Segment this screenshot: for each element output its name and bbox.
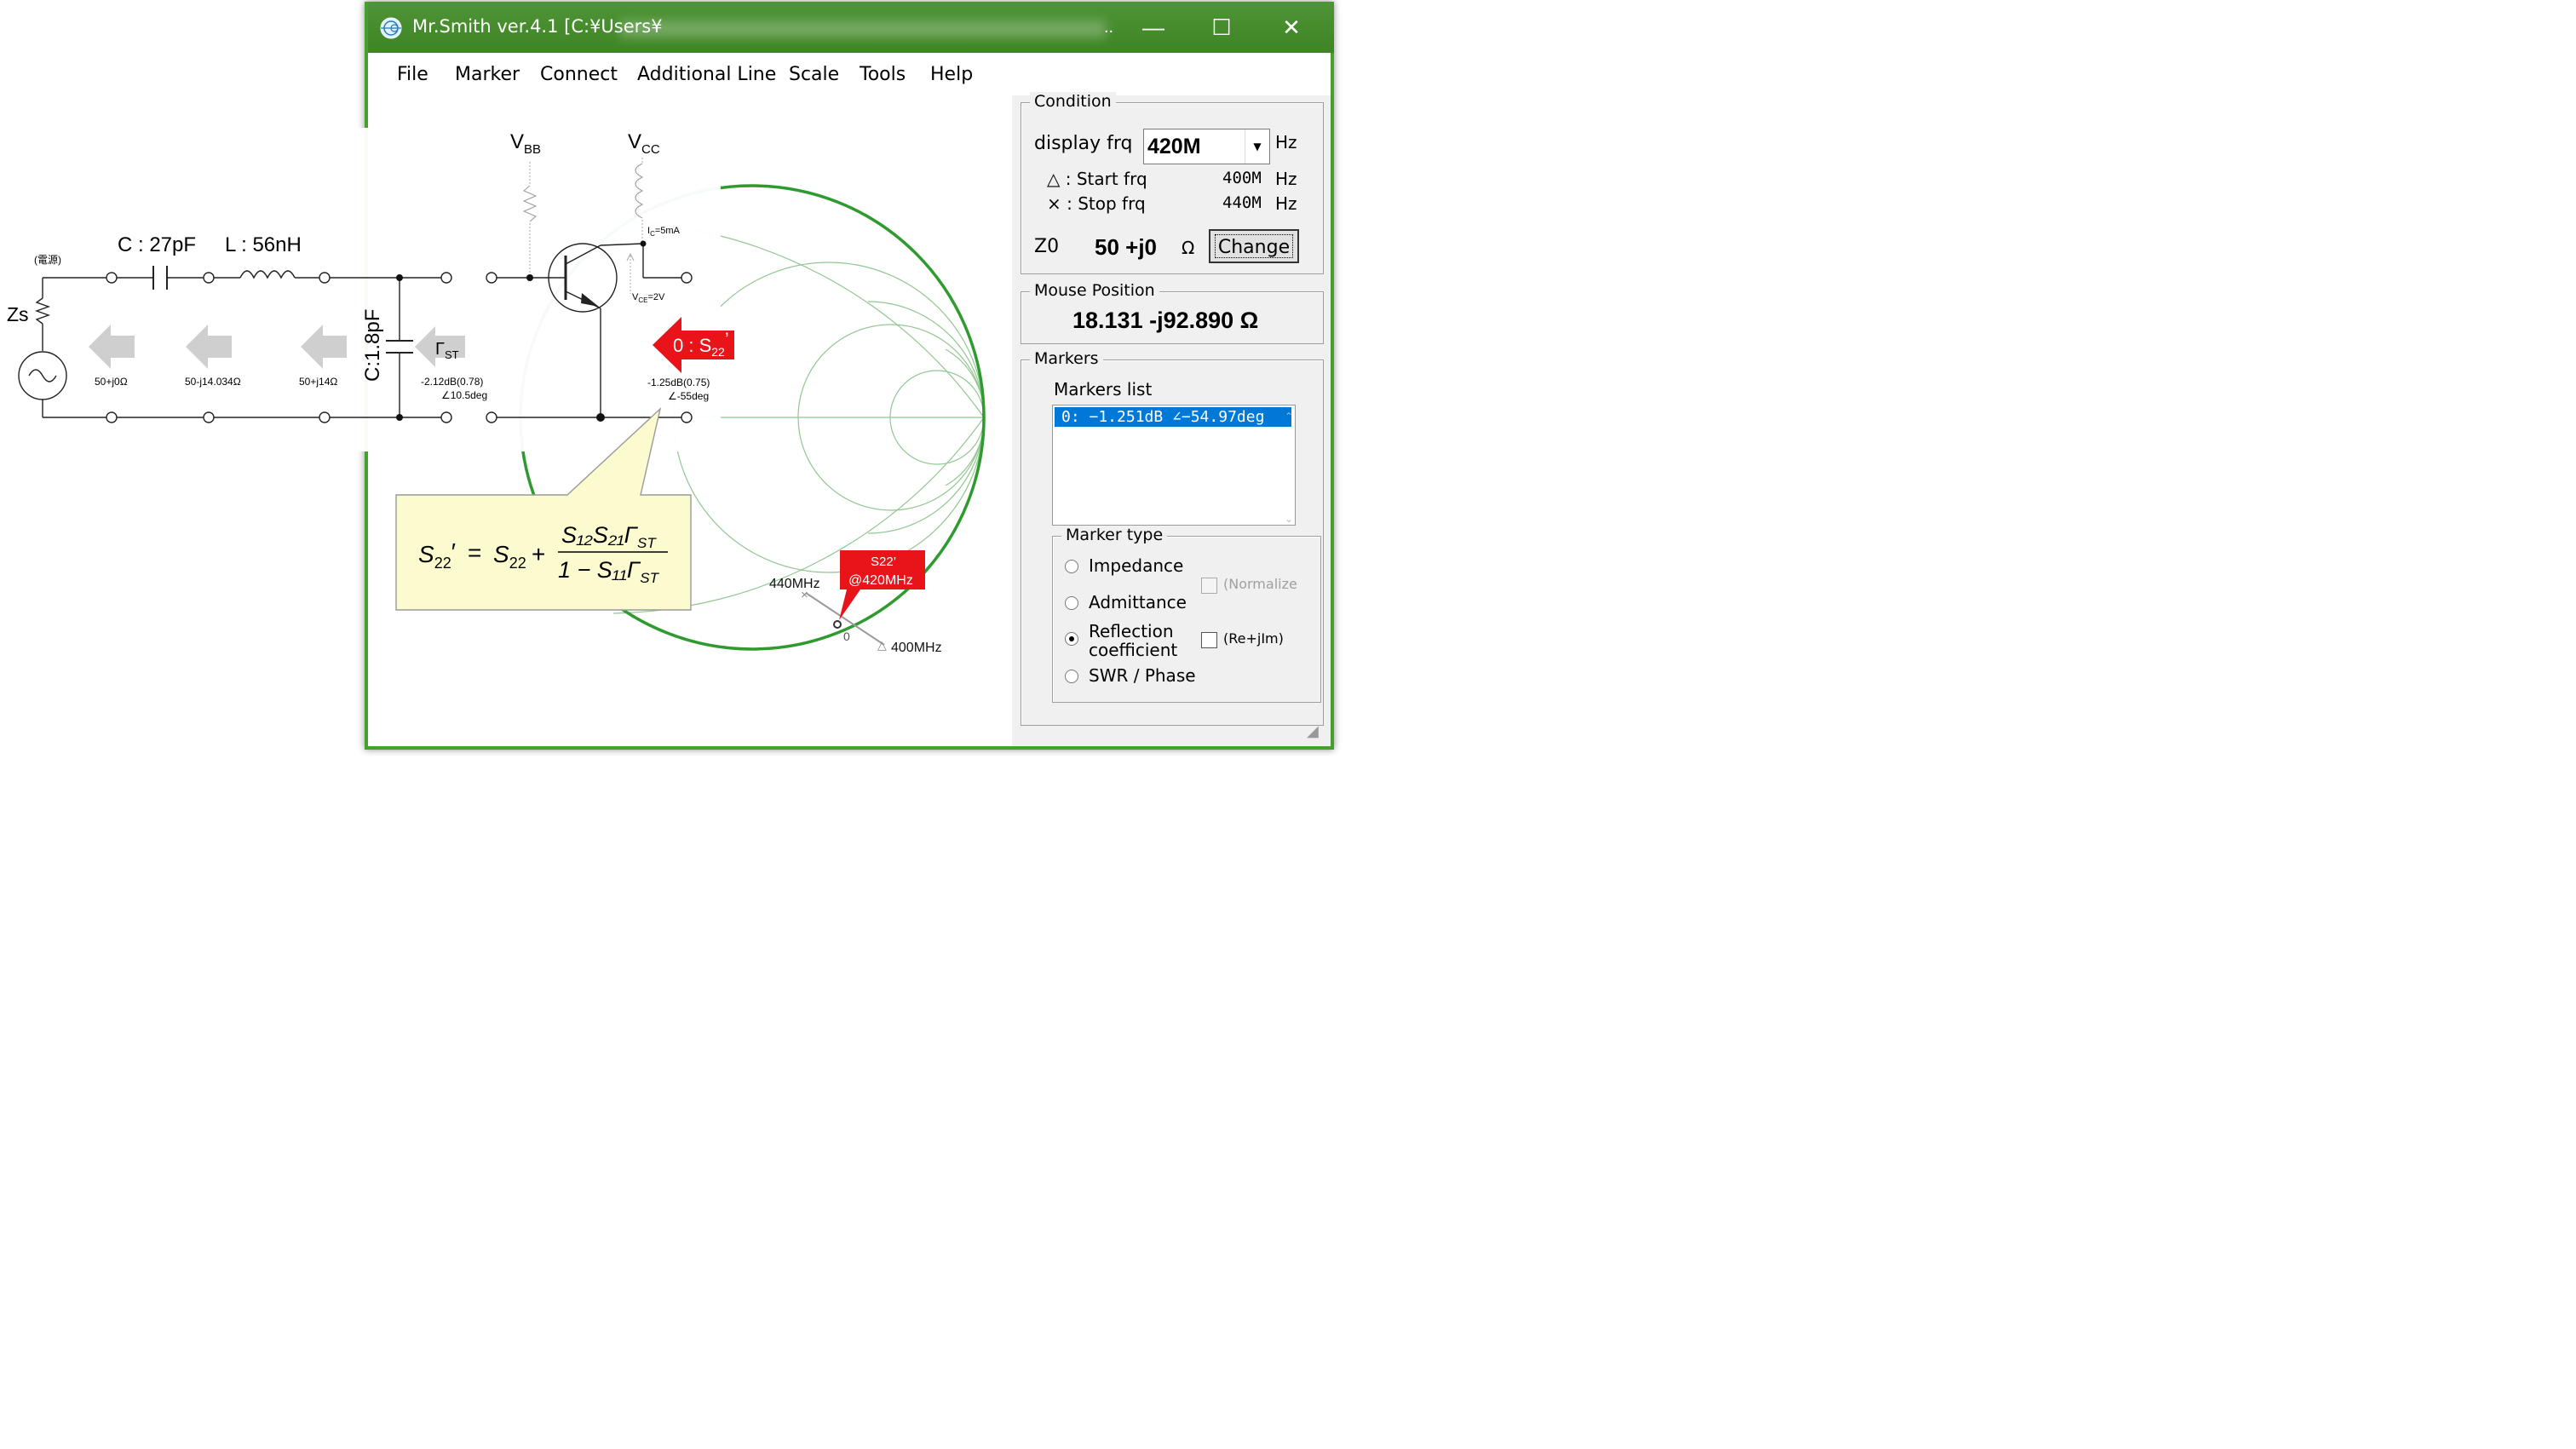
re-im-label: (Re+jIm) (1223, 630, 1284, 647)
blurred-path (620, 20, 1106, 37)
coefficient-label: coefficient (1089, 640, 1178, 660)
condition-legend: Condition (1030, 92, 1116, 111)
mouse-position-legend: Mouse Position (1030, 281, 1159, 300)
mouse-position-group: Mouse Position 18.131 -j92.890 Ω (1021, 281, 1324, 344)
markers-legend: Markers (1030, 349, 1103, 368)
menu-additional-line[interactable]: Additional Line (637, 64, 777, 85)
radio-selected-dot (1069, 636, 1074, 641)
ohm-unit: Ω (1182, 238, 1195, 258)
admittance-label: Admittance (1089, 592, 1187, 612)
window-title: Mr.Smith ver.4.1 [C:¥Users¥ (412, 16, 663, 37)
radio-reflection-coefficient[interactable] (1065, 632, 1078, 646)
maximize-button[interactable]: ☐ (1211, 14, 1232, 40)
swr-phase-label: SWR / Phase (1089, 665, 1196, 686)
normalize-checkbox[interactable] (1201, 578, 1217, 594)
menu-file[interactable]: File (397, 64, 428, 85)
minimize-button[interactable]: — (1142, 14, 1164, 40)
app-logo-icon (380, 17, 402, 39)
hz-unit: Hz (1275, 169, 1297, 189)
menu-tools[interactable]: Tools (860, 64, 906, 85)
menu-marker[interactable]: Marker (455, 64, 520, 85)
resize-grip-icon[interactable]: ◢ (1307, 722, 1319, 739)
window-frame (1331, 53, 1334, 750)
hz-unit: Hz (1275, 132, 1297, 152)
markers-group: Markers Markers list 0: −1.251dB ∠−54.97… (1021, 349, 1324, 726)
circuit-overlay (0, 128, 721, 451)
start-frq-value: 400M (1222, 169, 1262, 187)
condition-group: Condition display frq 420M ▼ Hz △ : Star… (1021, 92, 1324, 274)
scroll-up-icon[interactable]: ⌃ (1284, 411, 1293, 423)
re-im-checkbox[interactable] (1201, 632, 1217, 648)
radio-swr-phase[interactable] (1065, 670, 1078, 683)
display-frq-value: 420M (1147, 135, 1201, 158)
hz-unit: Hz (1275, 193, 1297, 214)
mouse-position-value: 18.131 -j92.890 Ω (1072, 308, 1259, 333)
change-button[interactable]: Change (1209, 229, 1299, 263)
impedance-label: Impedance (1089, 555, 1184, 576)
marker-type-legend: Marker type (1061, 526, 1168, 544)
window-title-ellipsis: .. (1104, 18, 1114, 37)
radio-admittance[interactable] (1065, 596, 1078, 610)
list-item[interactable]: 0: −1.251dB ∠−54.97deg (1055, 407, 1291, 427)
reflection-label: Reflection (1089, 621, 1174, 641)
menu-connect[interactable]: Connect (540, 64, 618, 85)
menu-bar: File Marker Connect Additional Line Scal… (365, 53, 1334, 95)
close-button[interactable]: ✕ (1282, 14, 1301, 40)
stop-frq-value: 440M (1222, 193, 1262, 212)
stop-frq-label: × : Stop frq (1047, 193, 1146, 214)
chevron-down-icon[interactable]: ▼ (1245, 129, 1269, 164)
markers-list[interactable]: 0: −1.251dB ∠−54.97deg ⌃ ⌄ (1052, 405, 1296, 526)
display-frq-label: display frq (1034, 133, 1133, 154)
menu-scale[interactable]: Scale (789, 64, 840, 85)
change-button-label: Change (1215, 234, 1293, 258)
radio-impedance[interactable] (1065, 560, 1078, 573)
menu-help[interactable]: Help (930, 64, 974, 85)
display-frq-select[interactable]: 420M ▼ (1143, 129, 1270, 164)
z0-label: Z0 (1034, 236, 1060, 257)
markers-list-label: Markers list (1054, 379, 1153, 400)
start-frq-label: △ : Start frq (1047, 169, 1147, 189)
marker-type-group: Marker type Impedance Admittance Reflect… (1052, 526, 1321, 703)
title-bar[interactable]: Mr.Smith ver.4.1 [C:¥Users¥ .. — ☐ ✕ (365, 2, 1334, 53)
normalize-label: (Normalize (1223, 576, 1297, 592)
scroll-down-icon[interactable]: ⌄ (1284, 513, 1293, 525)
z0-value: 50 +j0 (1095, 234, 1158, 260)
marker-entry: 0: −1.251dB ∠−54.97deg (1061, 408, 1265, 426)
